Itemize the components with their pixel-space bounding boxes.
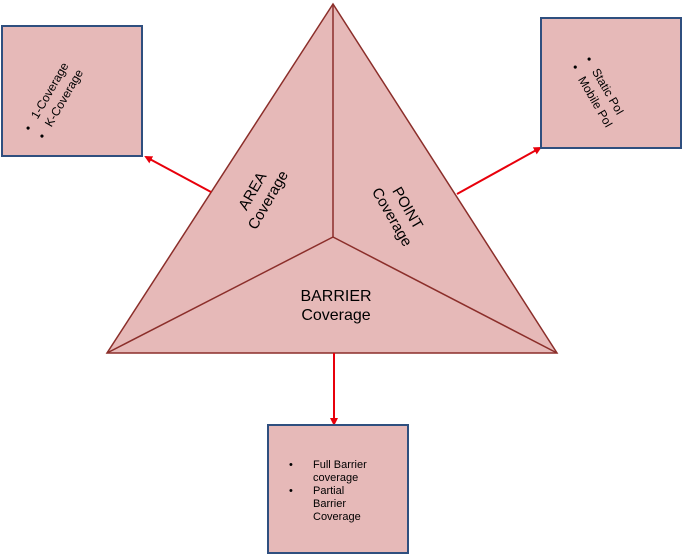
arrow-to-point-box: [456, 147, 542, 195]
bullet-icon: •: [568, 61, 583, 73]
point-coverage-box: •Static PoI •Mobile PoI: [540, 17, 682, 149]
barrier-coverage-label: BARRIER Coverage: [300, 288, 372, 324]
list-item: • Full Barrier coverage: [289, 459, 367, 484]
list-item: • Partial Barrier Coverage: [289, 485, 361, 523]
triangle-divider-right: [332, 236, 558, 354]
coverage-triangle: [105, 2, 559, 354]
area-coverage-box: •1-Coverage •K-Coverage: [1, 25, 143, 157]
bullet-icon: •: [289, 485, 293, 497]
arrow-to-area-box: [144, 156, 212, 193]
area-coverage-list: •1-Coverage •K-Coverage: [19, 58, 87, 143]
triangle-divider-left: [106, 236, 334, 354]
bullet-icon: •: [582, 53, 597, 65]
bullet-icon: •: [289, 459, 293, 471]
barrier-coverage-box: • Full Barrier coverage • Partial Barrie…: [267, 424, 409, 554]
point-coverage-list: •Static PoI •Mobile PoI: [566, 52, 630, 131]
bullet-icon: •: [34, 130, 50, 142]
barrier-coverage-list: • Full Barrier coverage • Partial Barrie…: [287, 459, 367, 524]
